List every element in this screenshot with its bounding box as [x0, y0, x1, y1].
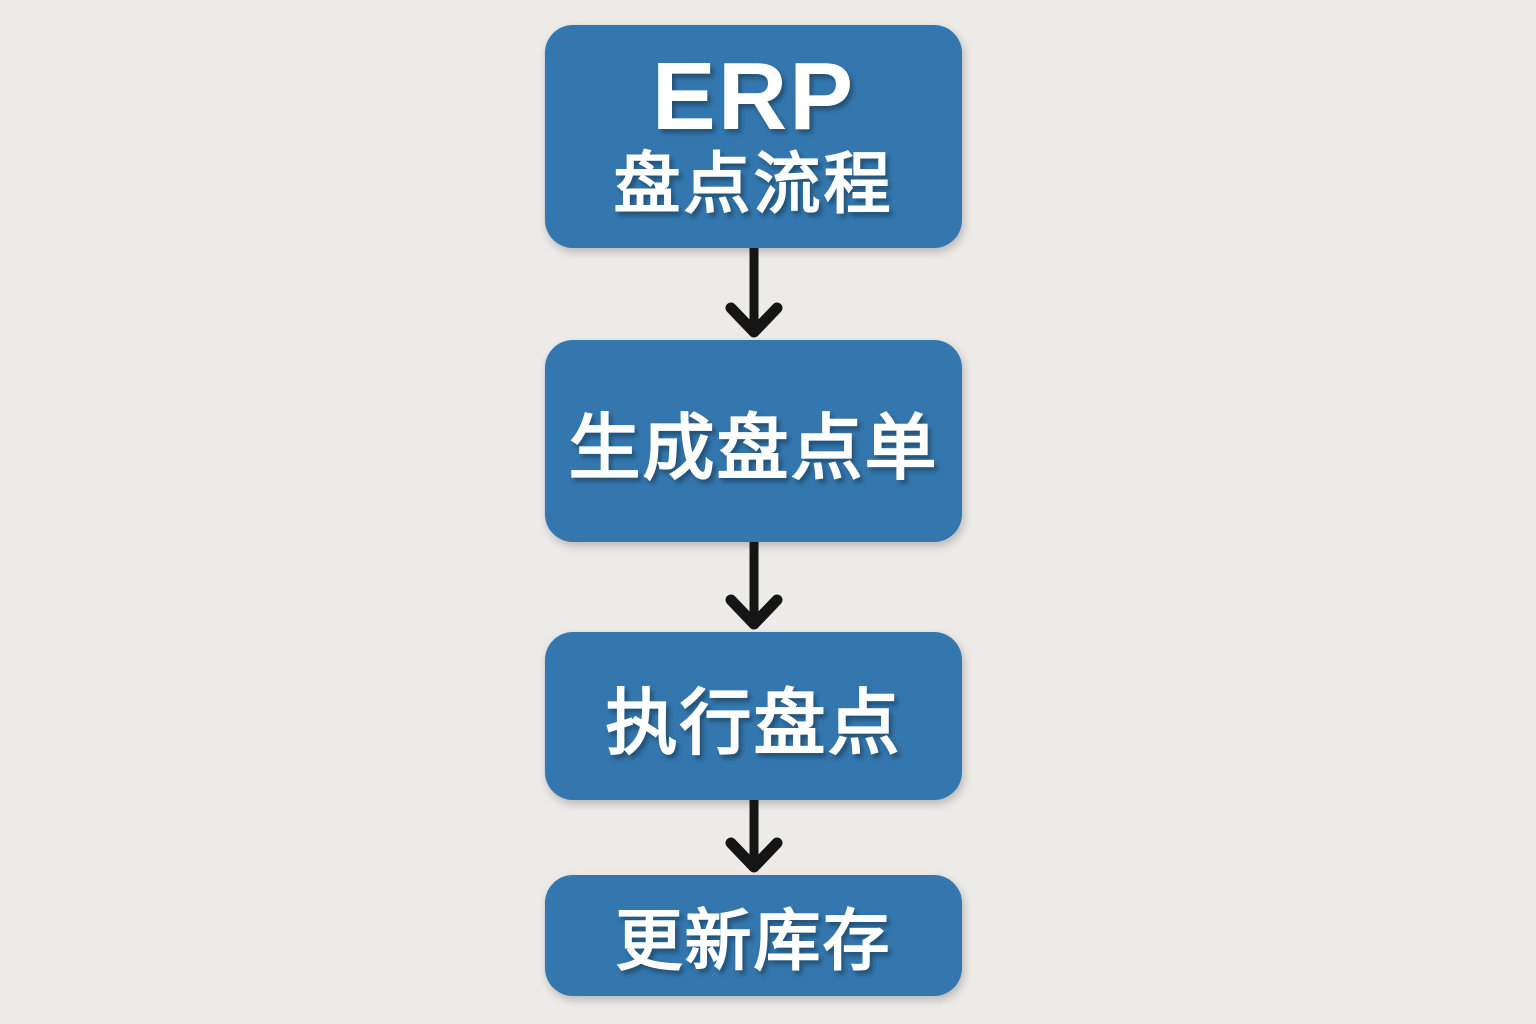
node-generate-label: 生成盘点单 [568, 408, 939, 489]
arrow-down-icon [725, 248, 782, 338]
arrow-down-icon [725, 542, 782, 630]
node-execute-label: 执行盘点 [605, 683, 902, 764]
flow-node-erp-process: ERP 盘点流程 [545, 25, 962, 248]
arrow-down-icon [725, 800, 782, 873]
flow-node-update-inventory: 更新库存 [545, 875, 962, 996]
flow-node-generate-count-sheet: 生成盘点单 [545, 340, 962, 542]
node-erp-subtitle: 盘点流程 [613, 147, 894, 223]
flow-node-execute-count: 执行盘点 [545, 632, 962, 800]
node-erp-title: ERP [651, 43, 856, 151]
flowchart: ERP 盘点流程 生成盘点单 执行盘点 更新库存 [545, 25, 962, 996]
node-update-label: 更新库存 [615, 904, 892, 979]
